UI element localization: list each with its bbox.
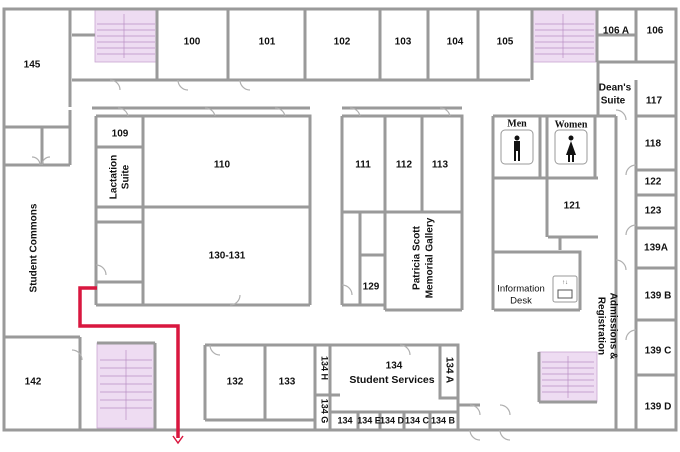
room-label: 133 [279, 377, 296, 388]
room-label: 102 [334, 37, 351, 48]
stairs-icon [532, 9, 597, 63]
stairs-icon [538, 351, 598, 403]
room-label: 104 [447, 37, 464, 48]
room-label: 139A [644, 243, 668, 254]
room-label: 139 D [645, 402, 672, 413]
room-label: Lactation [109, 155, 120, 199]
room-label: Memorial Gallery [425, 217, 436, 298]
room-label: 105 [497, 37, 514, 48]
room-label: Dean's [599, 83, 632, 94]
walls [2, 7, 678, 432]
room-label: Suite [121, 164, 132, 189]
women-restroom-icon [554, 129, 588, 165]
room-label: Women [555, 119, 588, 130]
room-label: Men [507, 118, 527, 129]
room-label: 118 [645, 139, 662, 150]
room-label: Patricia Scott [412, 225, 423, 290]
room-label: Desk [510, 296, 532, 307]
room-label: Student Commons [29, 203, 40, 292]
room-label: 109 [112, 129, 129, 140]
room-label: Admissions & [607, 293, 618, 360]
room-label: 106 A [603, 26, 629, 37]
room-label: 134 G [320, 399, 330, 424]
svg-text:↑↓: ↑↓ [562, 280, 568, 286]
room-label: 110 [214, 160, 231, 171]
room-label: 122 [645, 177, 662, 188]
room-label: 113 [432, 160, 449, 171]
room-label: 134 B [431, 415, 456, 425]
room-label: 134 C [405, 415, 430, 425]
room-label: 103 [395, 37, 412, 48]
room-label: 134 E [357, 415, 381, 425]
stairs-icon [96, 342, 156, 429]
room-label: 139 B [645, 291, 672, 302]
room-label: Registration [595, 297, 606, 355]
door-swings [31, 79, 637, 441]
room-label: 101 [259, 37, 276, 48]
room-label: 134 [337, 415, 352, 425]
room-label: 130-131 [209, 251, 246, 262]
room-label: 111 [355, 160, 371, 171]
route-path [78, 286, 184, 445]
room-label: 117 [646, 96, 663, 107]
room-label: 106 [647, 26, 664, 37]
room-label: Suite [601, 96, 626, 107]
room-label: 100 [184, 37, 201, 48]
room-label: 142 [25, 377, 42, 388]
room-label: 129 [363, 282, 380, 293]
room-label: 145 [24, 60, 41, 71]
room-label: 134 [386, 361, 403, 372]
room-label: 134 D [380, 415, 405, 425]
room-label: Student Services [349, 374, 434, 386]
men-restroom-icon [500, 129, 534, 165]
room-label: 112 [396, 160, 413, 171]
room-label: 132 [227, 377, 244, 388]
room-label: 134 H [320, 356, 330, 380]
room-label: 121 [564, 201, 581, 212]
room-labels: 145 100 101 102 103 104 105 106 A 106 De… [24, 26, 672, 426]
room-label: 123 [645, 206, 662, 217]
elevator-icon: ↑↓ [552, 275, 578, 303]
room-label: Information [497, 284, 545, 295]
room-label: 134 A [443, 357, 454, 383]
room-label: 139 C [645, 346, 672, 357]
stairs-icon [94, 9, 158, 63]
